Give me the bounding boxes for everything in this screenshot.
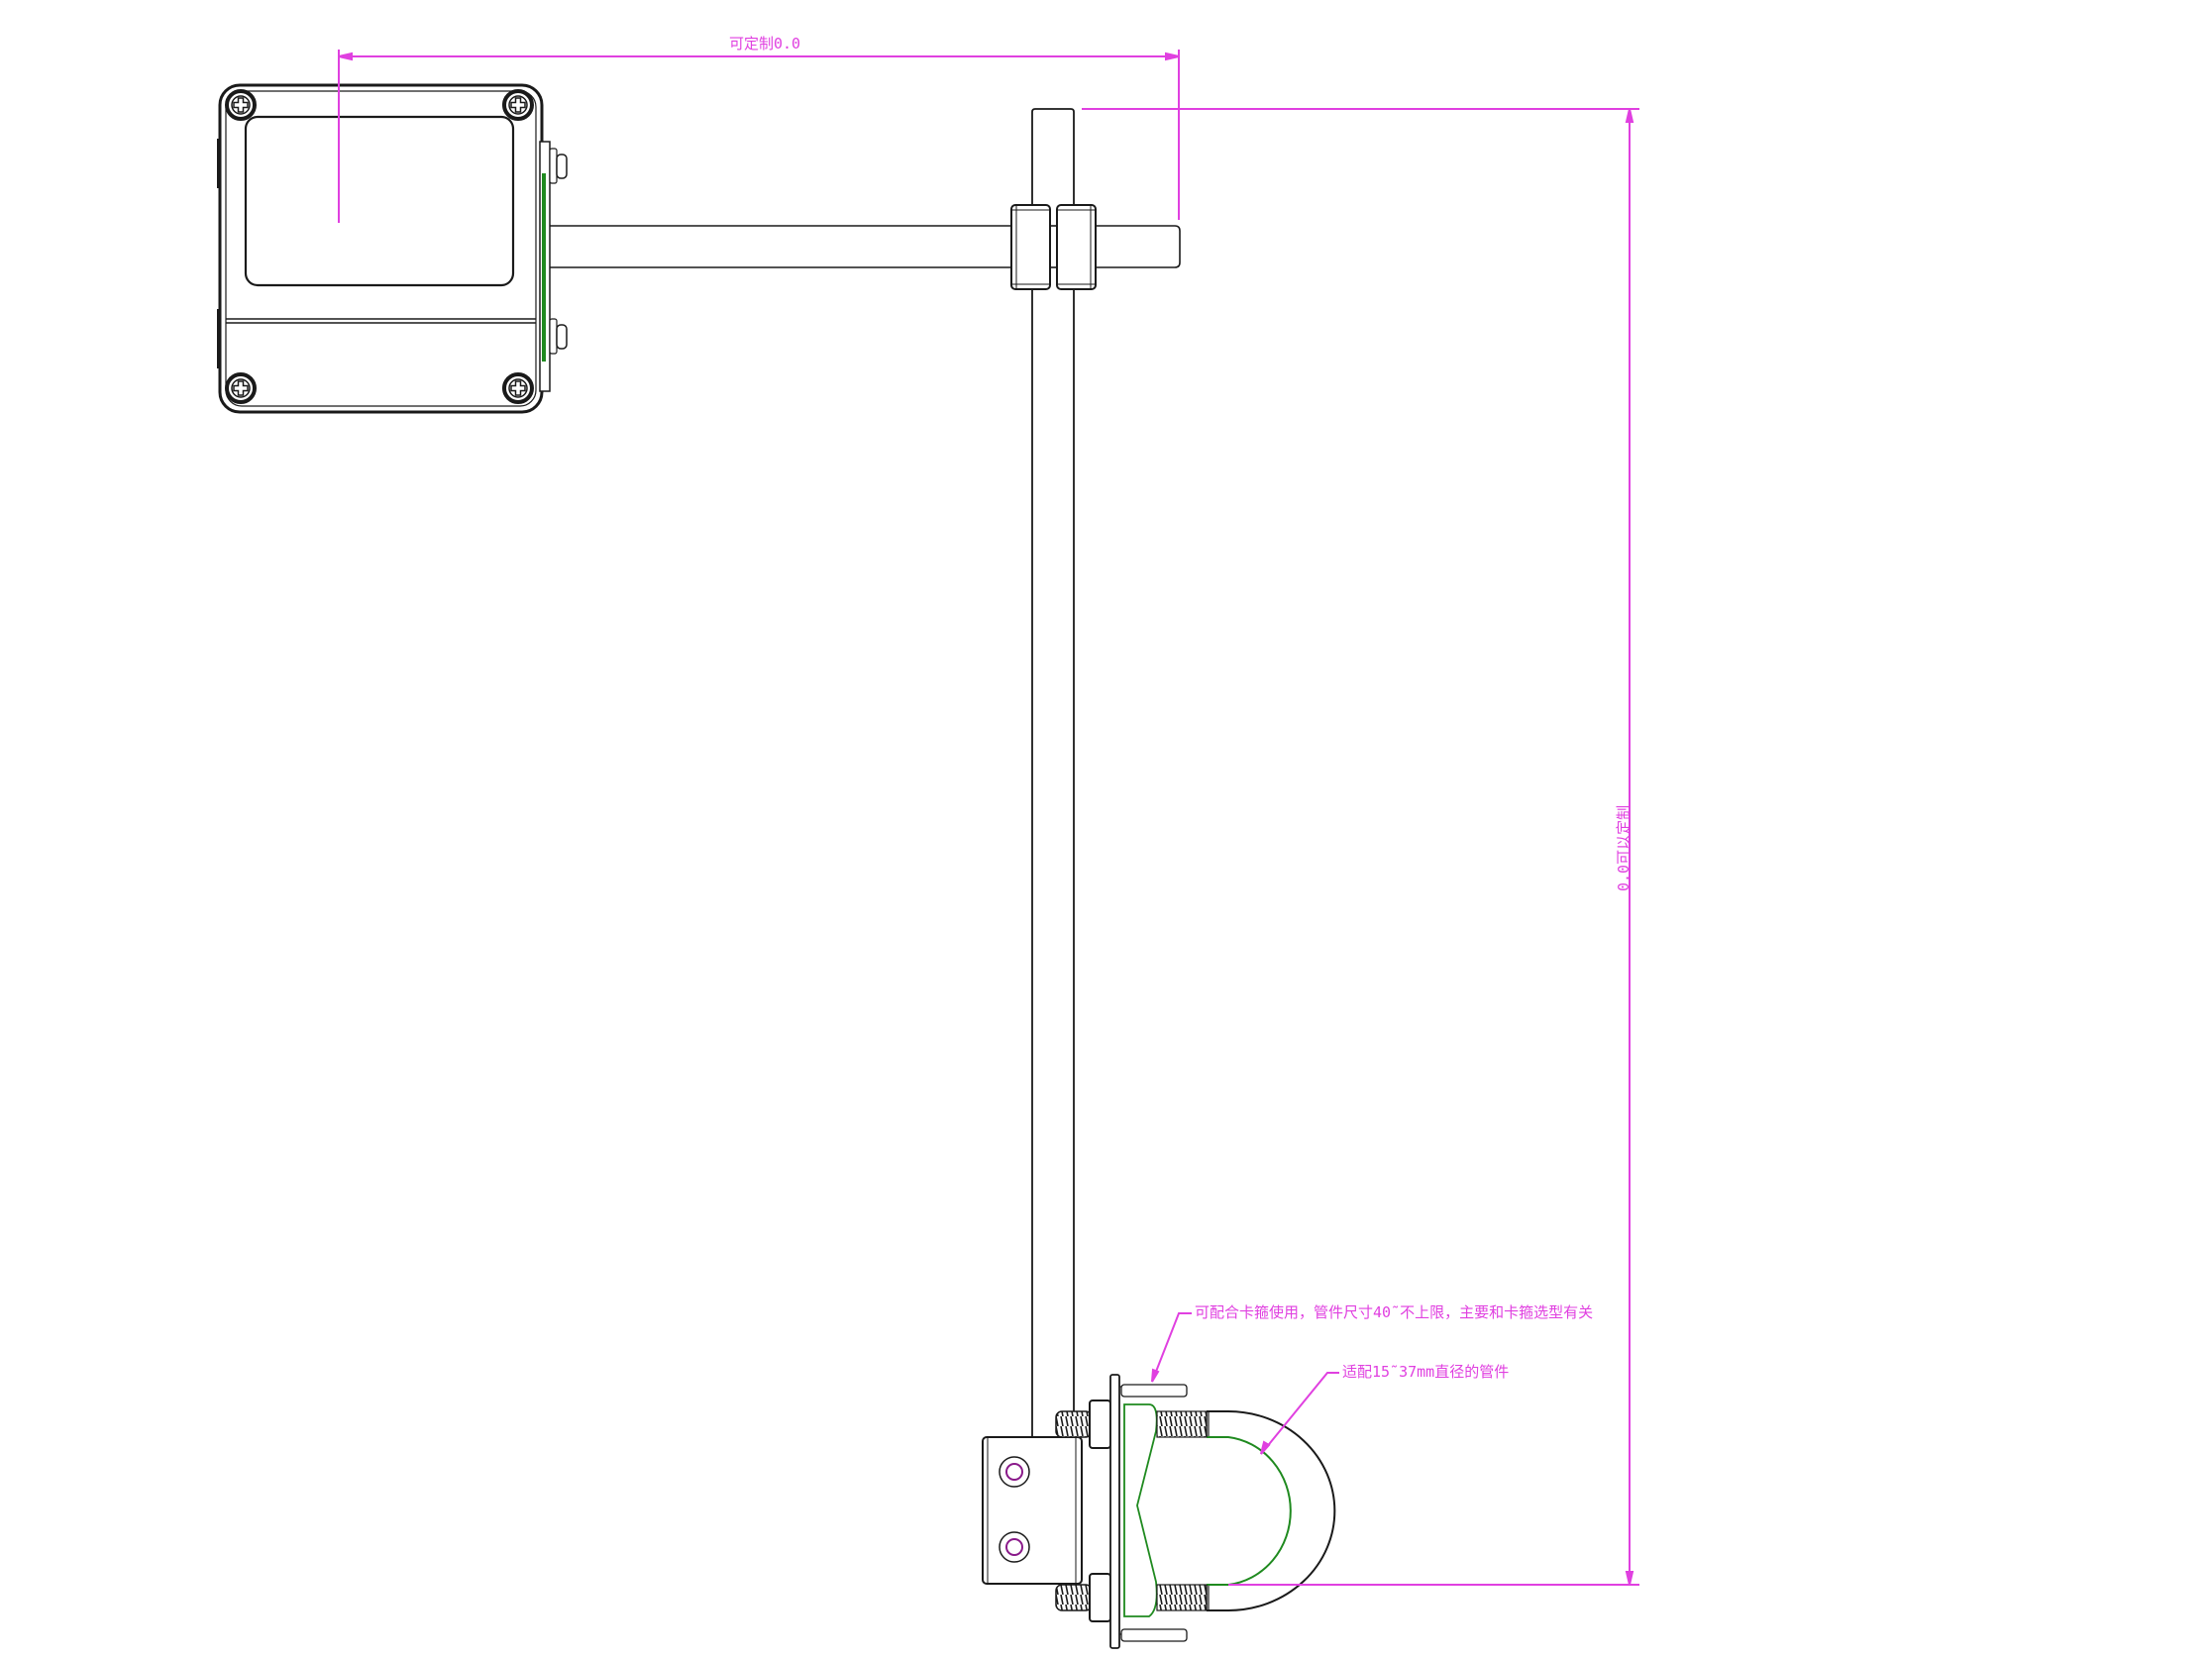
mounting-bracket <box>982 1374 1127 1649</box>
horizontal-arm-tube <box>550 225 1181 268</box>
dimension-lines <box>338 50 1639 1586</box>
sensor-enclosure-box <box>217 83 568 414</box>
bolt-hole-icon <box>999 1531 1030 1563</box>
bolt-hole-icon <box>999 1456 1030 1488</box>
screw-icon <box>502 89 534 121</box>
screw-icon <box>225 89 257 121</box>
screw-icon <box>225 372 257 404</box>
screw-icon <box>502 372 534 404</box>
clamp-annotation: 可配合卡箍使用，管件尺寸40˜不上限，主要和卡箍选型有关 <box>1195 1303 1594 1321</box>
vertical-dimension-label: 0.0可以定制 <box>1615 804 1633 891</box>
cross-clamp-pair <box>1010 204 1097 290</box>
pipe-size-annotation: 适配15˜37mm直径的管件 <box>1342 1363 1510 1381</box>
horizontal-dimension-label: 可定制0.0 <box>729 35 801 52</box>
u-bolt-clamp <box>1120 1384 1336 1642</box>
vertical-pole-tube <box>1031 108 1075 1437</box>
